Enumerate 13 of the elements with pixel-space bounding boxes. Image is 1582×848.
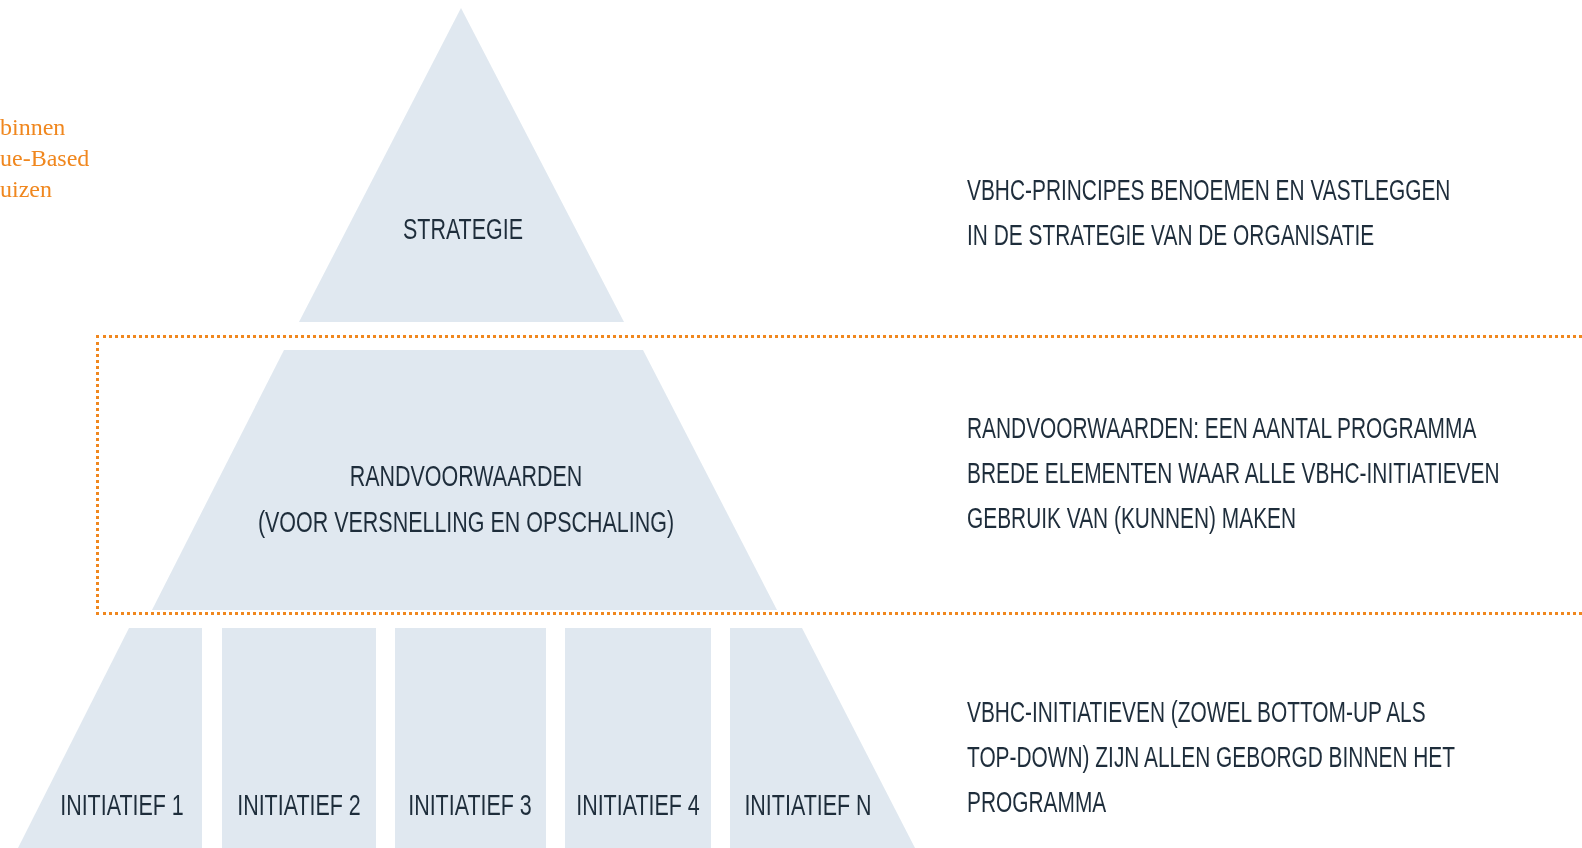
segment-label: INITIATIEF 1 (60, 790, 184, 820)
segment-label: INITIATIEF N (744, 790, 872, 820)
segment-label: RANDVOORWAARDEN (349, 461, 583, 491)
segment-label: (VOOR VERSNELLING EN OPSCHALING) (257, 507, 675, 537)
side-note: binnen ue-Based uizen (0, 113, 91, 204)
segment-label: STRATEGIE (403, 214, 523, 244)
description-text: RANDVOORWAARDEN: EEN AANTAL PROGRAMMA BREDE ELEMENTEN WAAR ALLE VBHC-INITIATIEVEN GEBRUIK VAN (KUNNEN) MAKEN (967, 411, 1501, 536)
description-text: VBHC-INITIATIEVEN (ZOWEL BOTTOM-UP ALS TOP-DOWN) ZIJN ALLEN GEBORGD BINNEN HET PROGRAMMA (967, 695, 1456, 820)
dashed-frame (96, 335, 1582, 615)
segment-label: INITIATIEF 4 (576, 790, 700, 820)
description-text: VBHC-PRINCIPES BENOEMEN EN VASTLEGGEN IN DE STRATEGIE VAN DE ORGANISATIE (967, 173, 1452, 253)
segment-label: INITIATIEF 2 (237, 790, 361, 820)
segment-label: INITIATIEF 3 (408, 790, 532, 820)
